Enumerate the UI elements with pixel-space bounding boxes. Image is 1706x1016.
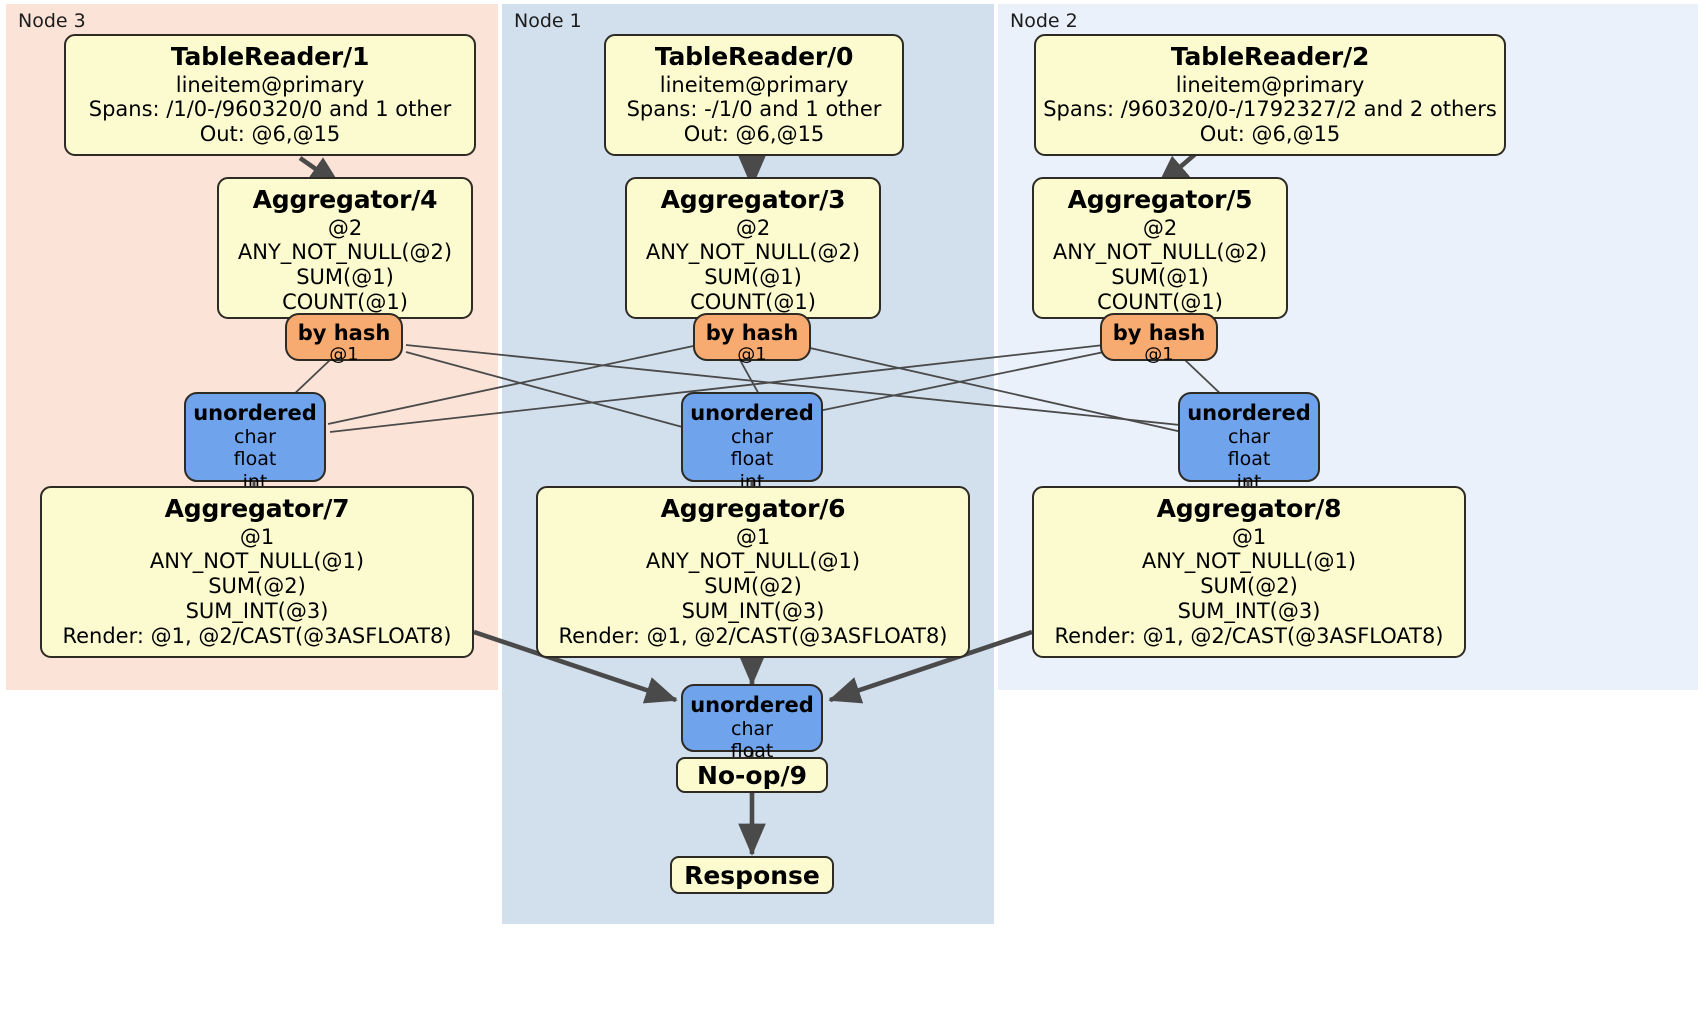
- node-panel-label-node2: Node 2: [1010, 10, 1078, 32]
- processor-title: No-op/9: [696, 760, 808, 790]
- processor-title: Aggregator/6: [660, 494, 846, 523]
- processor-line: SUM_INT(@3): [1177, 598, 1321, 623]
- processor-tablereader-2[interactable]: TableReader/2 lineitem@primary Spans: /9…: [1034, 34, 1506, 156]
- synchronizer-unordered-node2[interactable]: unordered char float int: [1178, 392, 1320, 493]
- processor-tablereader-1[interactable]: TableReader/1 lineitem@primary Spans: /1…: [64, 34, 476, 156]
- processor-line: ANY_NOT_NULL(@2): [645, 240, 861, 265]
- synchronizer-line: char: [234, 425, 276, 448]
- synchronizer-line: char: [731, 717, 773, 740]
- processor-line: SUM_INT(@3): [681, 598, 825, 623]
- processor-line: Render: @1, @2/CAST(@3ASFLOAT8): [1054, 623, 1444, 648]
- processor-title: TableReader/1: [170, 42, 370, 71]
- processor-aggregator-8[interactable]: Aggregator/8 @1 ANY_NOT_NULL(@1) SUM(@2)…: [1032, 486, 1466, 658]
- synchronizer-unordered-node3[interactable]: unordered char float int: [184, 392, 326, 493]
- processor-aggregator-6[interactable]: Aggregator/6 @1 ANY_NOT_NULL(@1) SUM(@2)…: [536, 486, 970, 658]
- processor-line: Out: @6,@15: [199, 122, 341, 147]
- synchronizer-line: float: [233, 448, 277, 471]
- router-by-hash-node2[interactable]: by hash @1: [1100, 313, 1218, 365]
- processor-line: COUNT(@1): [690, 289, 816, 314]
- processor-title: TableReader/0: [654, 42, 854, 71]
- processor-aggregator-4[interactable]: Aggregator/4 @2 ANY_NOT_NULL(@2) SUM(@1)…: [217, 177, 473, 319]
- processor-line: ANY_NOT_NULL(@2): [237, 240, 453, 265]
- processor-tablereader-0[interactable]: TableReader/0 lineitem@primary Spans: -/…: [604, 34, 904, 156]
- router-title: by hash: [1112, 321, 1206, 345]
- processor-line: Render: @1, @2/CAST(@3ASFLOAT8): [558, 623, 948, 648]
- synchronizer-title: unordered: [690, 401, 814, 425]
- synchronizer-line: float: [730, 740, 774, 763]
- processor-line: @2: [327, 215, 363, 240]
- router-title: by hash: [297, 321, 391, 345]
- processor-line: SUM(@1): [704, 265, 802, 290]
- processor-title: TableReader/2: [1170, 42, 1370, 71]
- synchronizer-line: float: [730, 448, 774, 471]
- processor-line: Spans: /960320/0-/1792327/2 and 2 others: [1043, 97, 1497, 122]
- processor-aggregator-7[interactable]: Aggregator/7 @1 ANY_NOT_NULL(@1) SUM(@2)…: [40, 486, 474, 658]
- router-by-hash-node1[interactable]: by hash @1: [693, 313, 811, 365]
- processor-line: lineitem@primary: [175, 72, 365, 97]
- synchronizer-title: unordered: [690, 693, 814, 717]
- processor-aggregator-3[interactable]: Aggregator/3 @2 ANY_NOT_NULL(@2) SUM(@1)…: [625, 177, 881, 319]
- processor-title: Aggregator/5: [1067, 185, 1253, 214]
- processor-line: Spans: /1/0-/960320/0 and 1 other: [88, 97, 452, 122]
- processor-line: SUM_INT(@3): [185, 598, 329, 623]
- processor-line: Out: @6,@15: [683, 122, 825, 147]
- processor-line: SUM(@2): [1200, 574, 1298, 599]
- router-line: @1: [1144, 344, 1174, 366]
- synchronizer-title: unordered: [1187, 401, 1311, 425]
- processor-line: SUM(@1): [1111, 265, 1209, 290]
- processor-title: Aggregator/7: [164, 494, 350, 523]
- processor-line: ANY_NOT_NULL(@1): [149, 549, 365, 574]
- processor-line: Out: @6,@15: [1199, 122, 1341, 147]
- router-line: @1: [329, 344, 359, 366]
- processor-line: ANY_NOT_NULL(@1): [1141, 549, 1357, 574]
- synchronizer-title: unordered: [193, 401, 317, 425]
- synchronizer-unordered-final[interactable]: unordered char float: [681, 684, 823, 762]
- processor-line: @1: [1231, 524, 1267, 549]
- processor-line: COUNT(@1): [1097, 289, 1223, 314]
- processor-title: Response: [684, 860, 820, 890]
- node-panel-label-node1: Node 1: [514, 10, 582, 32]
- processor-response[interactable]: Response: [670, 856, 834, 894]
- router-title: by hash: [705, 321, 799, 345]
- processor-title: Aggregator/4: [252, 185, 438, 214]
- processor-line: Render: @1, @2/CAST(@3ASFLOAT8): [62, 623, 452, 648]
- processor-title: Aggregator/3: [660, 185, 846, 214]
- processor-line: SUM(@1): [296, 265, 394, 290]
- processor-line: @1: [735, 524, 771, 549]
- processor-line: Spans: -/1/0 and 1 other: [626, 97, 882, 122]
- processor-line: SUM(@2): [208, 574, 306, 599]
- synchronizer-line: char: [1228, 425, 1270, 448]
- processor-line: @2: [735, 215, 771, 240]
- processor-noop-9[interactable]: No-op/9: [676, 757, 828, 793]
- processor-title: Aggregator/8: [1156, 494, 1342, 523]
- processor-line: COUNT(@1): [282, 289, 408, 314]
- processor-line: lineitem@primary: [659, 72, 849, 97]
- synchronizer-unordered-node1[interactable]: unordered char float int: [681, 392, 823, 493]
- synchronizer-line: float: [1227, 448, 1271, 471]
- router-line: @1: [737, 344, 767, 366]
- node-panel-label-node3: Node 3: [18, 10, 86, 32]
- processor-line: @2: [1142, 215, 1178, 240]
- processor-line: ANY_NOT_NULL(@2): [1052, 240, 1268, 265]
- processor-line: @1: [239, 524, 275, 549]
- processor-line: SUM(@2): [704, 574, 802, 599]
- processor-aggregator-5[interactable]: Aggregator/5 @2 ANY_NOT_NULL(@2) SUM(@1)…: [1032, 177, 1288, 319]
- processor-line: lineitem@primary: [1175, 72, 1365, 97]
- synchronizer-line: char: [731, 425, 773, 448]
- processor-line: ANY_NOT_NULL(@1): [645, 549, 861, 574]
- router-by-hash-node3[interactable]: by hash @1: [285, 313, 403, 365]
